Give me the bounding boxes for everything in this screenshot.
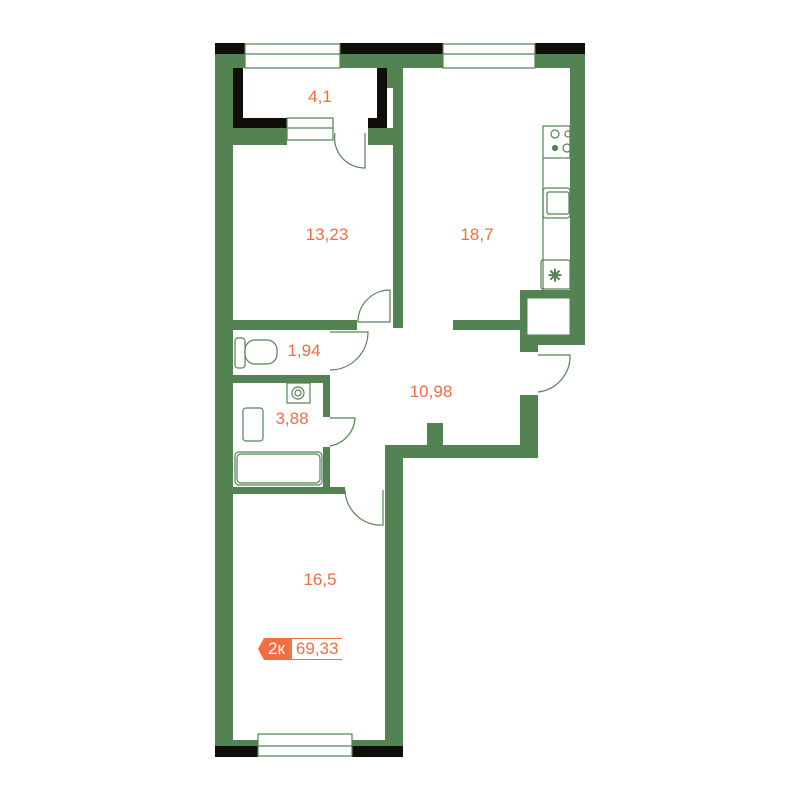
windows <box>244 43 536 757</box>
room-area-kitchen-living: 18,7 <box>460 225 494 244</box>
kitchen-fixtures: ✳ <box>540 125 572 290</box>
walls <box>215 54 585 746</box>
apartment-badge: 2к 69,33 <box>258 638 343 660</box>
room-area-hallway: 10,98 <box>409 382 453 401</box>
room-area-bedroom-2: 16,5 <box>303 570 337 589</box>
room-area-toilet: 1,94 <box>287 341 321 360</box>
doors <box>329 132 571 526</box>
room-area-balcony: 4,1 <box>308 87 332 106</box>
room-count: 2к <box>258 638 291 660</box>
washer-icon <box>291 386 305 400</box>
room-area-bathroom: 3,88 <box>275 409 309 428</box>
stove-burner-icon <box>550 129 560 139</box>
outer-walls <box>215 43 585 757</box>
bathroom-fixtures <box>234 337 323 486</box>
room-area-bedroom-1: 13,23 <box>305 225 349 244</box>
fan-icon: ✳ <box>548 268 561 285</box>
total-area: 69,33 <box>290 638 343 660</box>
